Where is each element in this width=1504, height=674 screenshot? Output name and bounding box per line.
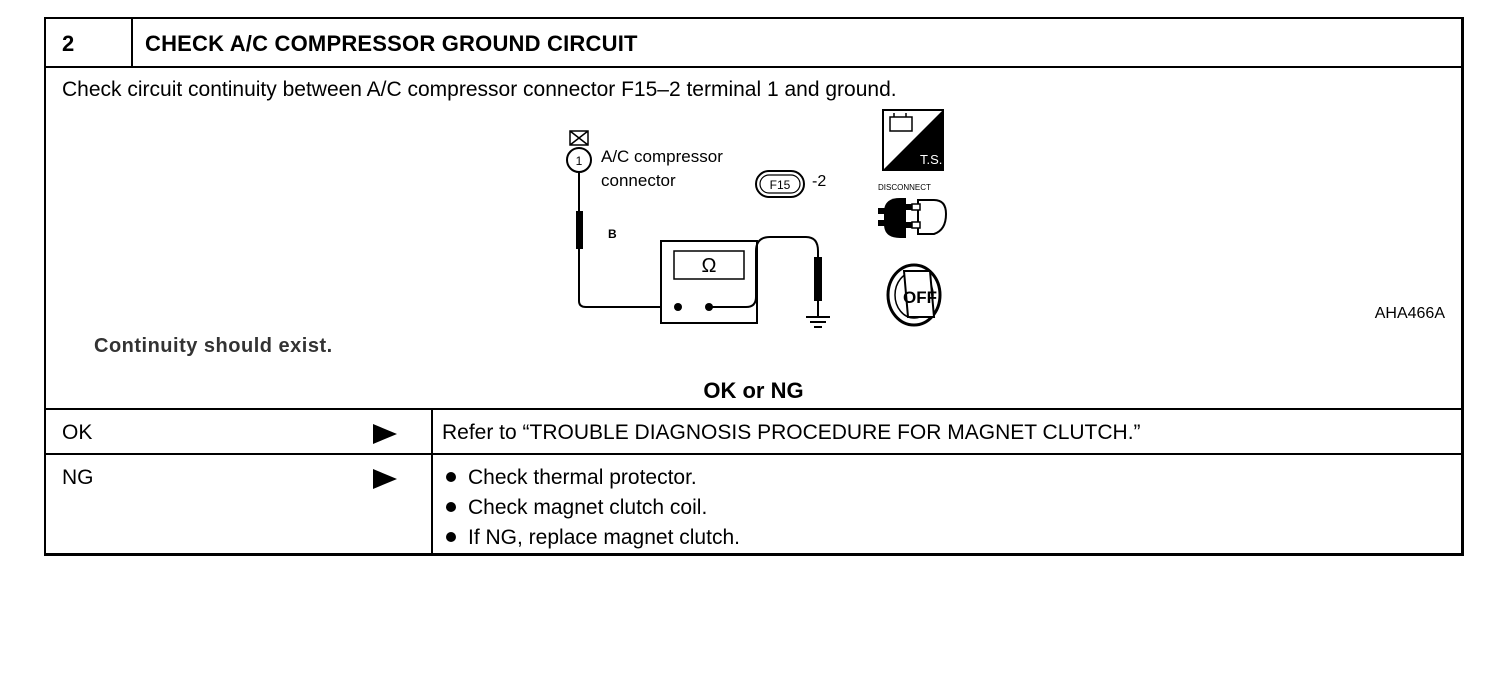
step-number: 2 [46, 19, 133, 66]
step-title: CHECK A/C COMPRESSOR GROUND CIRCUIT [145, 31, 638, 56]
ts-label: T.S. [920, 152, 942, 167]
connector-code: F15 [770, 178, 791, 192]
bullet-icon [446, 502, 456, 513]
connector-suffix: -2 [812, 173, 826, 190]
list-item: If NG, replace magnet clutch. [442, 523, 740, 553]
bullet-icon [446, 472, 456, 483]
step-header: 2 CHECK A/C COMPRESSOR GROUND CIRCUIT [46, 19, 1461, 68]
outcome-result: OK [62, 421, 93, 444]
column-divider [431, 410, 433, 453]
probe-negative [814, 257, 822, 301]
outcome-action-list: Check thermal protector. Check magnet cl… [442, 463, 740, 553]
arrow-right-icon [373, 424, 397, 444]
arrow-right-icon [373, 469, 397, 489]
connector-code-badge [755, 170, 805, 198]
connector-label-line1: A/C compressor [601, 147, 723, 166]
step-instruction: Check circuit continuity between A/C com… [62, 78, 897, 101]
outcome-action: Refer to “TROUBLE DIAGNOSIS PROCEDURE FO… [442, 421, 1141, 444]
action-text: If NG, replace magnet clutch. [468, 526, 740, 549]
list-item: Check thermal protector. [442, 463, 740, 493]
continuity-check-diagram: 1 A/C compressor connector F15 -2 B Ω [566, 130, 830, 328]
list-item: Check magnet clutch coil. [442, 493, 740, 523]
decision-label: OK or NG [703, 378, 804, 403]
off-label: OFF [903, 288, 937, 307]
connector-label-line2: connector [601, 171, 676, 190]
ohm-symbol: Ω [702, 255, 717, 277]
action-text: Check thermal protector. [468, 466, 697, 489]
action-text: Check magnet clutch coil. [468, 496, 708, 519]
disconnect-label: DISCONNECT [878, 183, 931, 192]
ts-icon: T.S. [882, 109, 944, 171]
wire-color-label: B [608, 227, 617, 241]
terminal-number: 1 [576, 154, 583, 168]
outcome-row-ng: NG Check thermal protector. Check magnet… [46, 453, 1461, 555]
outcome-row-ok: OK Refer to “TROUBLE DIAGNOSIS PROCEDURE… [46, 408, 1461, 453]
outcome-result: NG [62, 466, 94, 489]
figure-id: AHA466A [1374, 305, 1445, 322]
ignition-off-icon: OFF [886, 263, 942, 327]
connector-head-icon [569, 130, 589, 146]
disconnect-icon: DISCONNECT [878, 183, 948, 238]
bullet-icon [446, 532, 456, 543]
column-divider [431, 455, 433, 555]
diagnosis-step-table: 2 CHECK A/C COMPRESSOR GROUND CIRCUIT Ch… [44, 17, 1464, 556]
probe-positive [576, 211, 583, 249]
ohmmeter-display [673, 250, 745, 280]
expected-result: Continuity should exist. [94, 335, 333, 357]
